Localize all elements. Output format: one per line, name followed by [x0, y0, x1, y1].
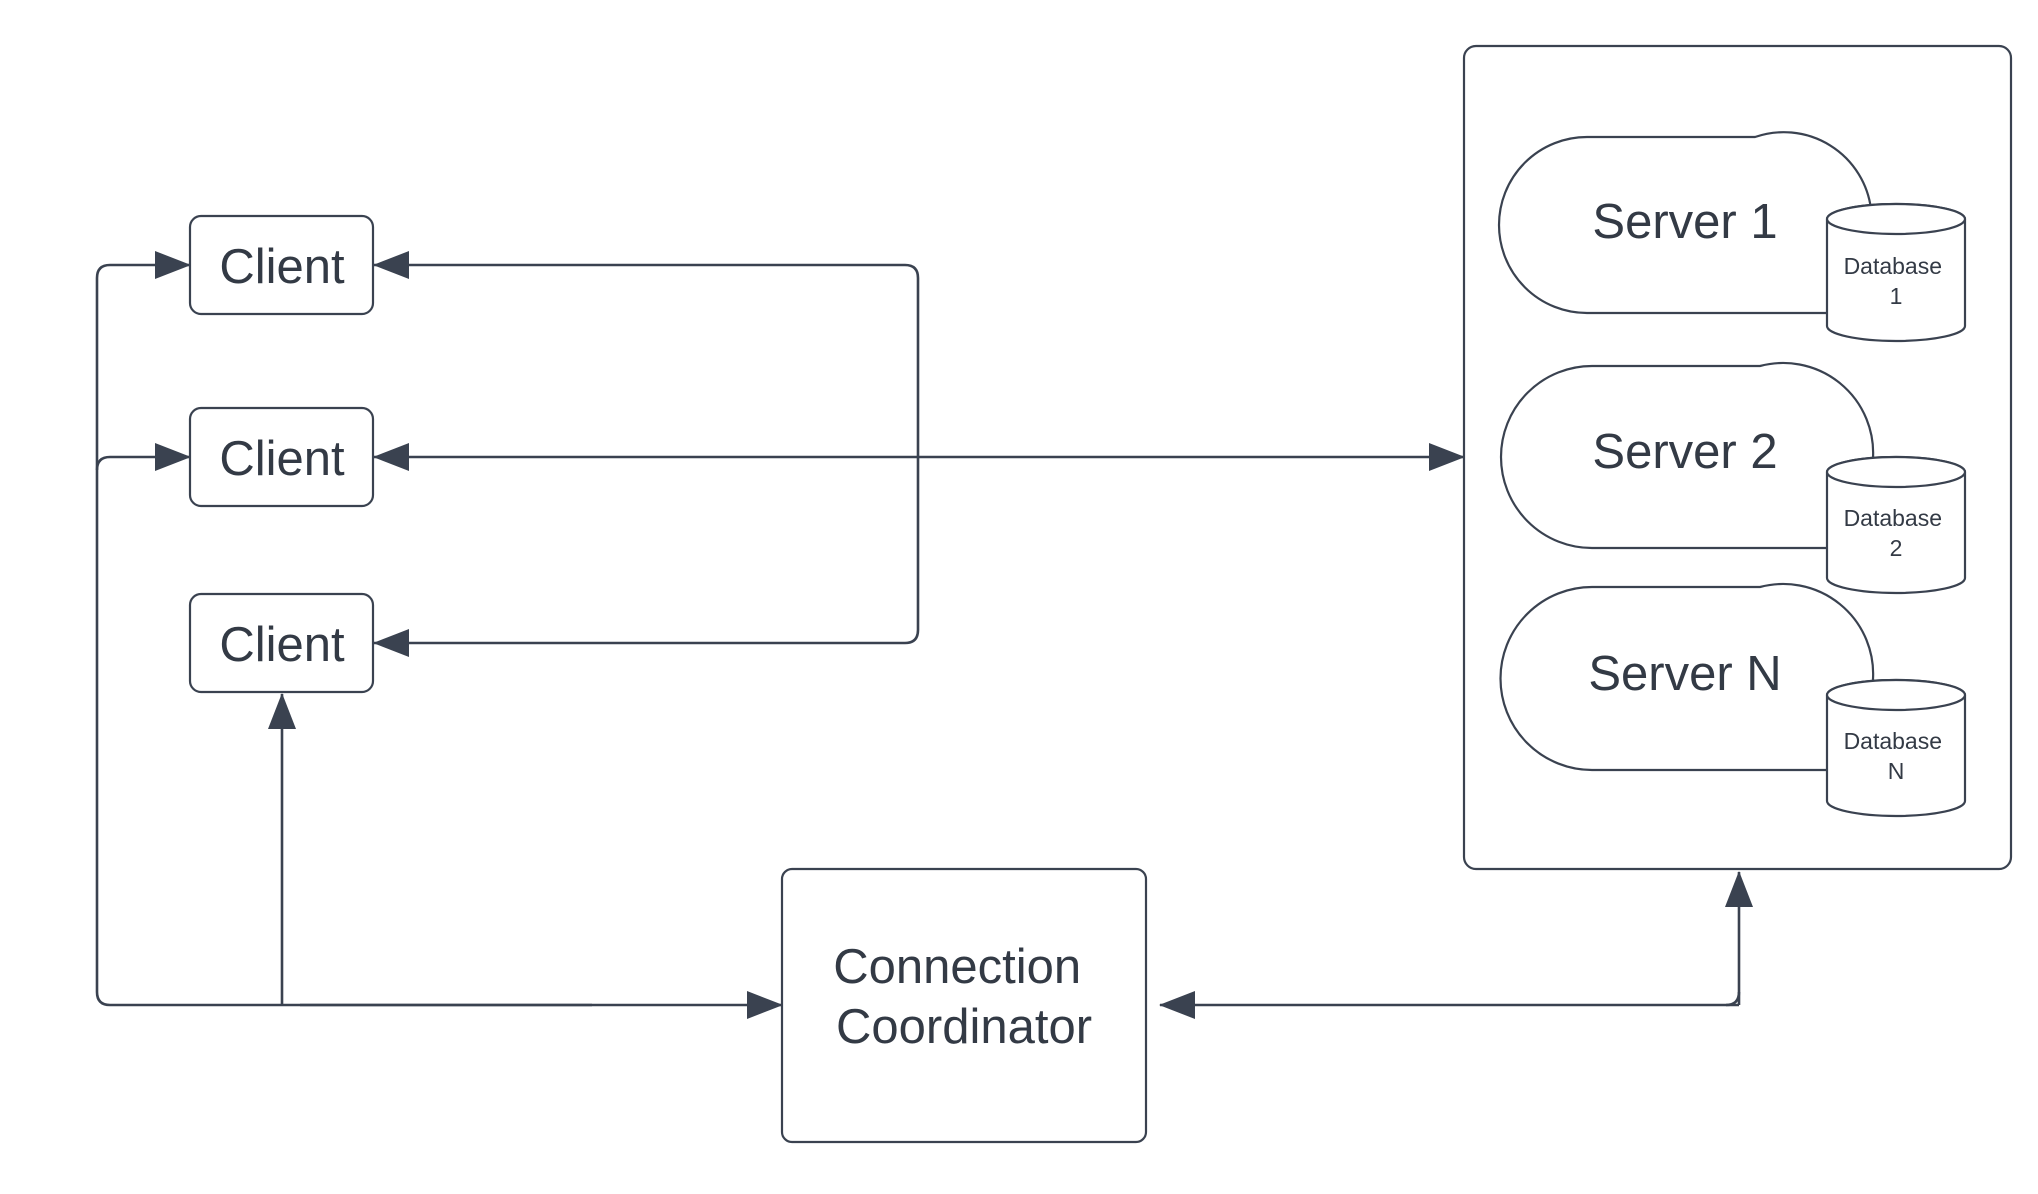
edge-coordinator-client-1 — [95, 251, 592, 1007]
server-node-n: Server N — [1499, 582, 1875, 772]
coordinator-label-line-1: Connection — [833, 940, 1081, 994]
client-node-1: Client — [188, 214, 375, 316]
database-n-label-line-2: N — [1888, 758, 1905, 784]
database-1-label-line-2: 1 — [1890, 283, 1903, 309]
coordinator-label: Connection Coordinator — [833, 940, 1095, 1054]
server-node-1: Server 1 — [1497, 131, 1873, 315]
edge-bus-to-client-2 — [95, 455, 111, 471]
database-1-label-line-1: Database — [1844, 253, 1942, 279]
database-2-label-line-1: Database — [1844, 505, 1942, 531]
edge-servers-client-1 — [373, 251, 920, 457]
database-2-label-line-2: 2 — [1890, 535, 1903, 561]
database-n-label: Database N — [1844, 728, 1949, 784]
client-3-label: Client — [219, 618, 345, 672]
server-2-label: Server 2 — [1592, 425, 1777, 479]
server-node-2: Server 2 — [1499, 361, 1875, 550]
server-1-label: Server 1 — [1592, 195, 1777, 249]
client-1-label: Client — [219, 240, 345, 294]
database-n-label-line-1: Database — [1844, 728, 1942, 754]
edge-servers-client-3 — [373, 457, 920, 657]
client-2-label: Client — [219, 432, 345, 486]
edge-coordinator-cluster-corner — [1725, 991, 1741, 1007]
database-1-label: Database 1 — [1844, 253, 1949, 309]
database-node-2: Database 2 — [1825, 455, 1967, 595]
database-2-label: Database 2 — [1844, 505, 1949, 561]
client-node-2: Client — [188, 406, 375, 508]
server-n-label: Server N — [1588, 647, 1781, 701]
database-node-1: Database 1 — [1825, 202, 1967, 343]
connection-coordinator-node: Connection Coordinator — [780, 867, 1148, 1144]
coordinator-label-line-2: Coordinator — [836, 1000, 1092, 1054]
client-node-3: Client — [188, 592, 375, 694]
database-node-n: Database N — [1825, 678, 1967, 818]
